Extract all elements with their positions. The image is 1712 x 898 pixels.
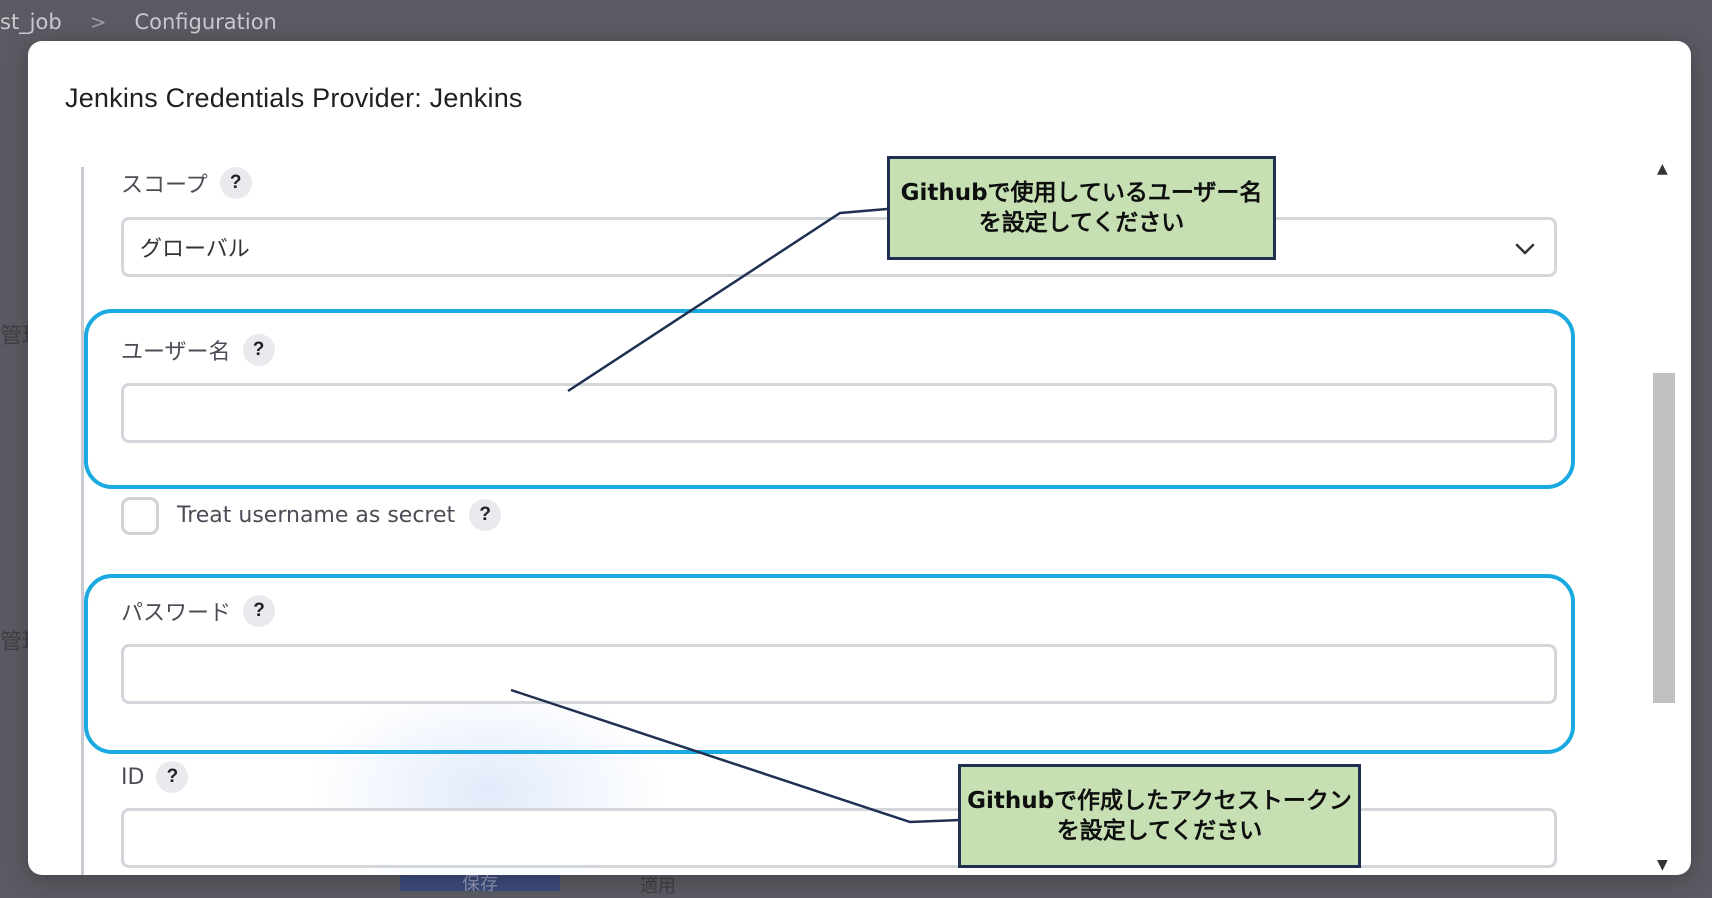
scroll-thumb[interactable] bbox=[1653, 373, 1675, 703]
username-input[interactable] bbox=[121, 383, 1557, 443]
scope-help-icon[interactable]: ? bbox=[219, 167, 252, 199]
password-annotation-callout: Githubで作成したアクセストークン を設定してください bbox=[958, 764, 1361, 868]
scope-label: スコープ bbox=[121, 173, 208, 198]
id-label: ID bbox=[121, 764, 145, 790]
password-callout-line1: Githubで作成したアクセストークン bbox=[967, 788, 1352, 814]
username-callout-line1: Githubで使用しているユーザー名 bbox=[900, 180, 1263, 206]
treat-username-secret-label: Treat username as secret bbox=[177, 502, 456, 528]
username-label-row: ユーザー名 ? bbox=[121, 334, 275, 366]
dialog-scrollbar[interactable]: ▲ ▼ bbox=[1651, 159, 1677, 875]
form-rail bbox=[81, 167, 84, 875]
username-label: ユーザー名 bbox=[121, 340, 231, 365]
bg-save-button[interactable]: 保存 bbox=[400, 870, 560, 891]
breadcrumb: st_job > Configuration bbox=[0, 6, 277, 38]
treat-secret-help-icon[interactable]: ? bbox=[469, 499, 502, 531]
bg-apply-button[interactable]: 適用 bbox=[640, 876, 676, 897]
password-label: パスワード bbox=[121, 601, 232, 626]
scroll-up-arrow-icon[interactable]: ▲ bbox=[1657, 161, 1668, 177]
dialog-title: Jenkins Credentials Provider: Jenkins bbox=[65, 83, 523, 113]
username-callout-line2: を設定してください bbox=[978, 210, 1185, 236]
id-help-icon[interactable]: ? bbox=[156, 761, 189, 793]
scroll-down-arrow-icon[interactable]: ▼ bbox=[1657, 857, 1668, 873]
scope-label-row: スコープ ? bbox=[121, 167, 252, 199]
breadcrumb-job[interactable]: st_job bbox=[0, 10, 62, 34]
breadcrumb-current[interactable]: Configuration bbox=[134, 10, 277, 34]
breadcrumb-separator: > bbox=[89, 10, 107, 34]
id-label-row: ID ? bbox=[121, 761, 189, 793]
password-callout-line2: を設定してください bbox=[1056, 818, 1263, 844]
username-help-icon[interactable]: ? bbox=[242, 334, 275, 366]
credentials-dialog: Jenkins Credentials Provider: Jenkins スコ… bbox=[28, 41, 1691, 875]
password-help-icon[interactable]: ? bbox=[243, 595, 276, 627]
password-input[interactable] bbox=[121, 644, 1557, 704]
scope-select-value: グローバル bbox=[140, 237, 250, 262]
treat-username-secret-row: Treat username as secret ? bbox=[177, 499, 502, 531]
username-annotation-callout: Githubで使用しているユーザー名 を設定してください bbox=[887, 156, 1276, 260]
scope-select[interactable]: グローバル bbox=[121, 217, 1557, 277]
password-label-row: パスワード ? bbox=[121, 595, 276, 627]
treat-username-secret-checkbox[interactable] bbox=[121, 497, 159, 535]
chevron-down-icon bbox=[1515, 243, 1535, 255]
